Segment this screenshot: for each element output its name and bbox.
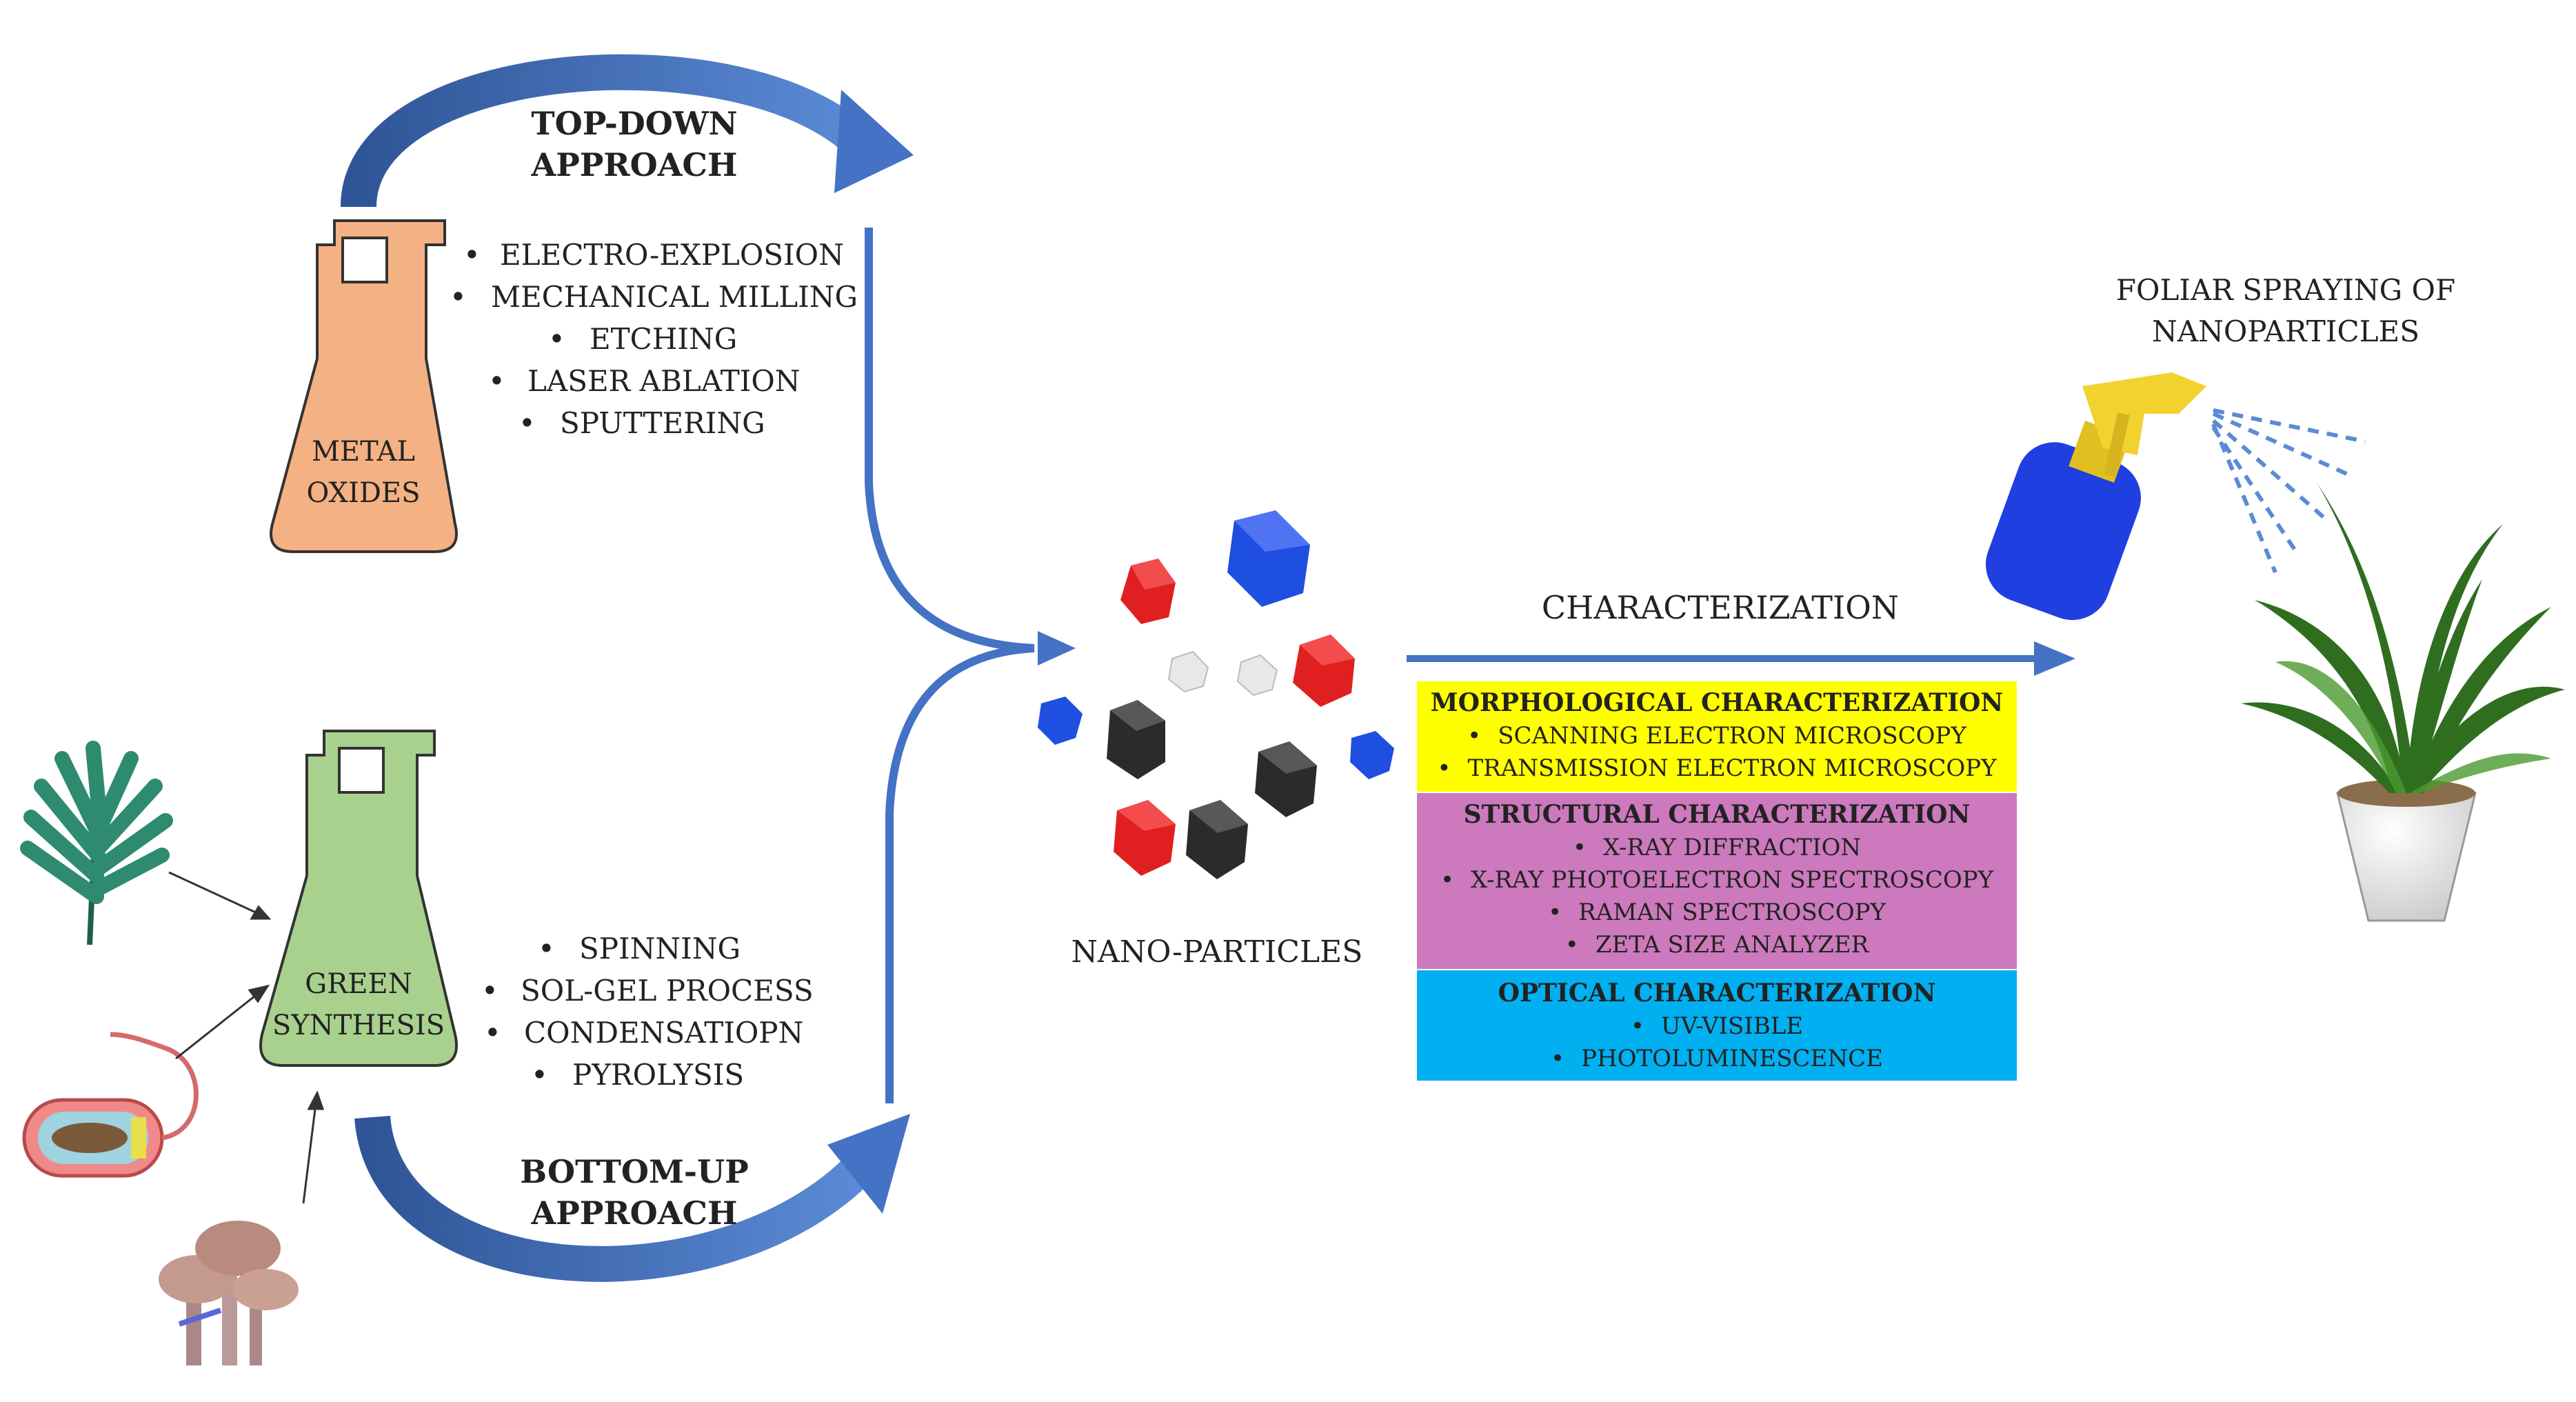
box-title: STRUCTURAL CHARACTERIZATION [1463,800,1971,829]
box-item: ZETA SIZE ANALYZER [1417,929,2017,961]
method-item: SOL-GEL PROCESS [521,974,814,1008]
particle-white [1236,654,1278,697]
bottom-up-methods-list: • SPINNING • SOL-GEL PROCESS • CONDENSAT… [481,932,814,1092]
metal-oxides-label-1: METAL [312,436,415,468]
particle-blue [1350,731,1394,779]
box-item: PHOTOLUMINESCENCE [1417,1043,2017,1075]
palm-leaf-icon [20,741,173,945]
box-title: OPTICAL CHARACTERIZATION [1498,979,1936,1008]
method-item: SPINNING [579,932,741,965]
top-down-methods-list: • ELECTRO-EXPLOSION • MECHANICAL MILLING… [450,238,858,440]
bottom-up-arc-arrow [354,1114,910,1282]
spray-mist [2211,408,2366,574]
box-item: X-RAY PHOTOELECTRON SPECTROSCOPY [1417,864,2017,897]
method-item: PYROLYSIS [572,1058,744,1092]
bullet-icon: • [548,322,565,356]
bullet-icon: • [450,280,467,314]
green-synthesis-label-1: GREEN [305,968,412,1000]
box-item: X-RAY DIFFRACTION [1417,832,2017,864]
merge-arrow [865,228,1035,1103]
bullet-icon: • [481,974,499,1008]
box-title: MORPHOLOGICAL CHARACTERIZATION [1430,688,2004,717]
metal-oxides-label-2: OXIDES [306,477,420,509]
box-item: TRANSMISSION ELECTRON MICROSCOPY [1417,752,2017,785]
top-down-arc-arrow [341,54,914,208]
input-arrows [168,871,325,1204]
optical-box: OPTICAL CHARACTERIZATION UV-VISIBLE PHOT… [1417,970,2017,1081]
box-item: SCANNING ELECTRON MICROSCOPY [1417,720,2017,752]
spray-bottle-icon [1986,372,2206,621]
nanoparticles-cluster [1038,510,1394,879]
foliar-label-1: FOLIAR SPRAYING OF [2116,273,2455,307]
nanoparticles-label: NANO-PARTICLES [1071,934,1363,970]
method-item: CONDENSATIOPN [524,1016,803,1050]
bottom-up-title-2: APPROACH [531,1194,738,1232]
method-item: SPUTTERING [560,406,765,440]
foliar-label-2: NANOPARTICLES [2152,314,2419,348]
bullet-icon: • [488,364,505,398]
metal-oxides-flask [270,219,458,553]
bullet-icon: • [484,1016,501,1050]
mushroom-icon [159,1221,299,1365]
top-down-title-1: TOP-DOWN [531,105,737,142]
structural-box: STRUCTURAL CHARACTERIZATION X-RAY DIFFRA… [1417,793,2017,969]
morphological-box: MORPHOLOGICAL CHARACTERIZATION SCANNING … [1417,681,2017,792]
box-item: RAMAN SPECTROSCOPY [1417,897,2017,929]
potted-plant-icon [2241,483,2565,922]
bottom-up-title-1: BOTTOM-UP [520,1153,748,1190]
method-item: ELECTRO-EXPLOSION [500,238,844,272]
characterization-arrow [1407,641,2075,676]
method-item: ETCHING [590,322,737,356]
bacteria-icon [22,1032,199,1178]
method-item: LASER ABLATION [527,364,801,398]
green-synthesis-flask [259,730,458,1067]
characterization-label: CHARACTERIZATION [1542,589,1899,626]
particle-blue [1038,697,1083,745]
top-down-title-2: APPROACH [531,146,738,183]
method-item: MECHANICAL MILLING [491,280,858,314]
green-synthesis-label-2: SYNTHESIS [272,1010,445,1041]
particle-white [1167,650,1209,693]
merge-arrowhead [1038,631,1076,665]
bullet-icon: • [538,932,555,965]
bullet-icon: • [531,1058,548,1092]
box-item: UV-VISIBLE [1417,1010,2017,1043]
bullet-icon: • [463,238,481,272]
bullet-icon: • [519,406,536,440]
